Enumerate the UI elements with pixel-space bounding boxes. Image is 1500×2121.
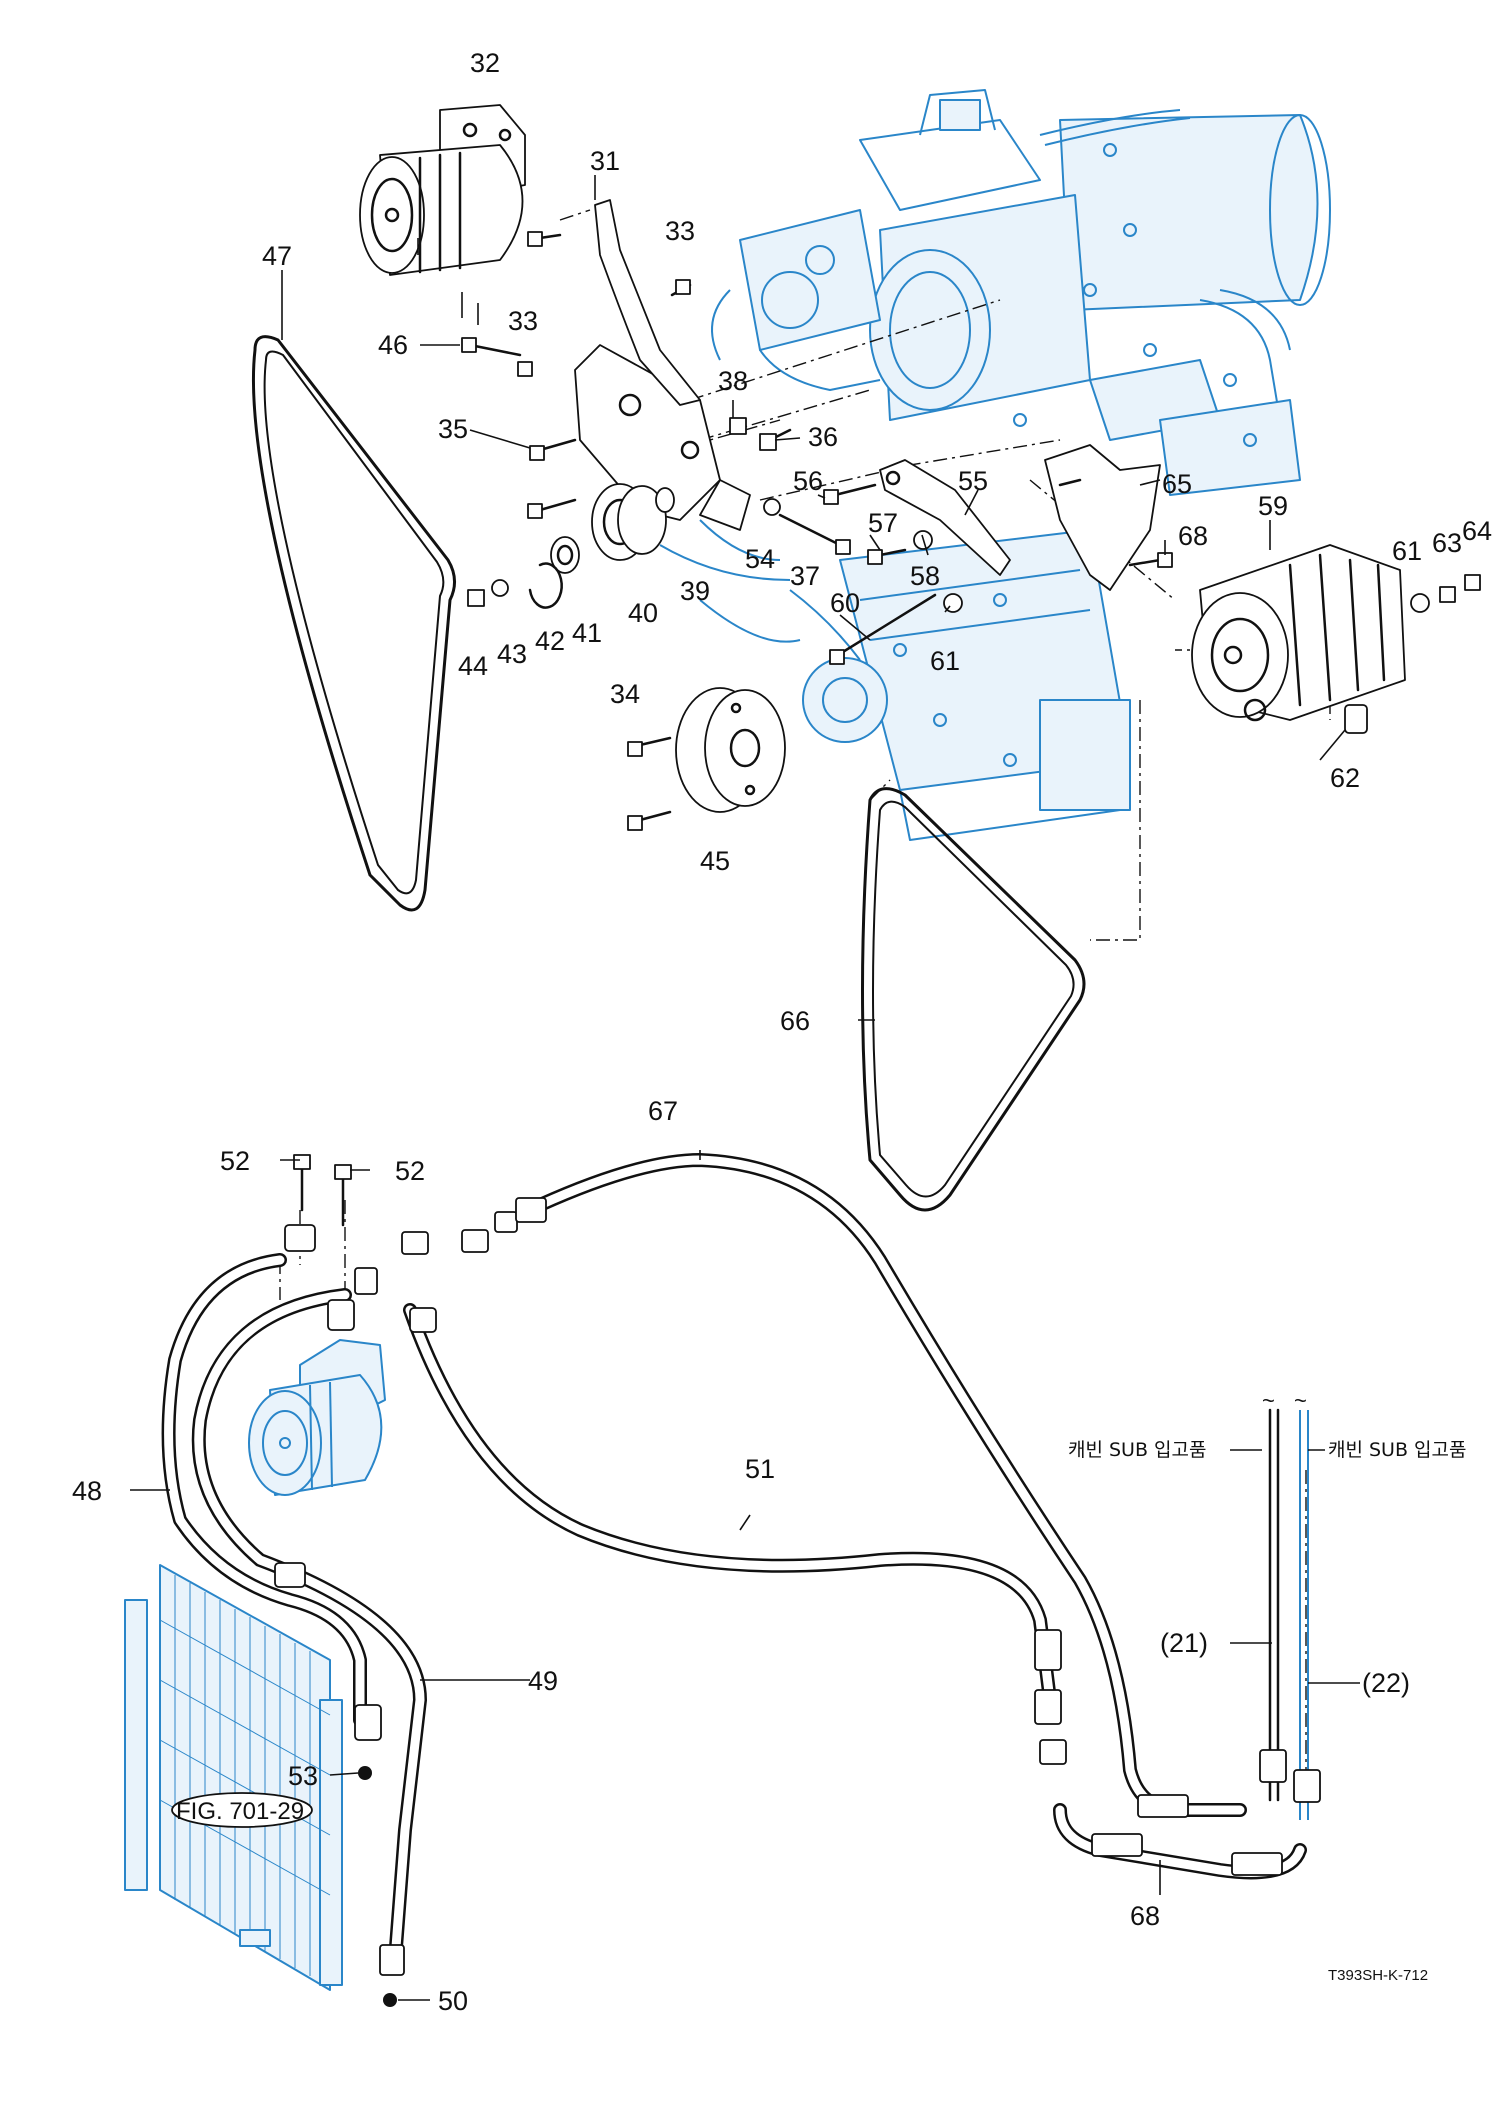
- label-57: 57: [868, 508, 898, 538]
- label-65: 65: [1162, 469, 1192, 499]
- fig-reference-text: FIG. 701-29: [176, 1798, 304, 1825]
- label-40: 40: [628, 598, 658, 628]
- label-34: 34: [610, 679, 640, 709]
- fig-reference-ellipse: [171, 1792, 313, 1828]
- label-49: 49: [528, 1666, 558, 1696]
- cabin-sub-note-right: 캐빈 SUB 입고품: [1328, 1439, 1466, 1461]
- label-35: 35: [438, 414, 468, 444]
- label-61-right: 61: [1392, 536, 1422, 566]
- engine-assembly-illustration: [699, 89, 1331, 841]
- label-55: 55: [958, 466, 988, 496]
- engine-bolt-markers: [893, 143, 1257, 767]
- v-belt-47: [252, 335, 456, 912]
- v-belt-66: [861, 787, 1086, 1212]
- label-62: 62: [1330, 763, 1360, 793]
- ac-hoses: ~ ~: [161, 1153, 1309, 1967]
- annotations: 캐빈 SUB 입고품 캐빈 SUB 입고품 FIG. 701-29 T393SH…: [171, 1439, 1466, 1984]
- label-46: 46: [378, 330, 408, 360]
- label-59: 59: [1258, 491, 1288, 521]
- crank-pulley-45: [675, 687, 786, 813]
- label-39: 39: [680, 576, 710, 606]
- idler-pulley-group: [467, 483, 675, 609]
- hose-fittings: [274, 1154, 1321, 2007]
- label-33-upper: 33: [665, 216, 695, 246]
- label-ref-21: (21): [1160, 1628, 1208, 1658]
- label-36: 36: [808, 422, 838, 452]
- label-54: 54: [745, 544, 775, 574]
- label-64: 64: [1462, 516, 1492, 546]
- belt-direction-arc-2: [699, 519, 781, 561]
- label-50: 50: [438, 1986, 468, 2016]
- label-58: 58: [910, 561, 940, 591]
- label-68-lower: 68: [1130, 1901, 1160, 1931]
- svg-text:~: ~: [1294, 1388, 1307, 1413]
- label-37: 37: [790, 561, 820, 591]
- label-47: 47: [262, 241, 292, 271]
- label-38: 38: [718, 366, 748, 396]
- label-31: 31: [590, 146, 620, 176]
- label-44: 44: [458, 651, 488, 681]
- belt-cover-65: [1044, 444, 1161, 591]
- label-68-upper: 68: [1178, 521, 1208, 551]
- label-42: 42: [535, 626, 565, 656]
- drawing-code: T393SH-K-712: [1328, 1967, 1428, 1984]
- label-52-left: 52: [220, 1146, 250, 1176]
- label-41: 41: [572, 618, 602, 648]
- label-43: 43: [497, 639, 527, 669]
- cabin-sub-note-left: 캐빈 SUB 입고품: [1068, 1439, 1206, 1461]
- label-53: 53: [288, 1761, 318, 1791]
- svg-text:~: ~: [1262, 1388, 1275, 1413]
- compressor-bracket-31: [574, 199, 751, 531]
- part-number-labels: 32 31 33 47 33 46 38 35 36 56 55 65 59 5…: [72, 48, 1492, 2016]
- label-33-lower: 33: [508, 306, 538, 336]
- label-52-right: 52: [395, 1156, 425, 1186]
- ac-compressor-32: [359, 104, 526, 276]
- label-32: 32: [470, 48, 500, 78]
- label-63: 63: [1432, 528, 1462, 558]
- alternator-59: [1191, 544, 1406, 722]
- compressor-installed-view: [248, 1339, 386, 1496]
- label-66: 66: [780, 1006, 810, 1036]
- leader-lines: [130, 175, 1360, 2001]
- label-56: 56: [793, 466, 823, 496]
- condenser-core: [124, 1564, 343, 1991]
- label-67: 67: [648, 1096, 678, 1126]
- label-ref-22: (22): [1362, 1668, 1410, 1698]
- label-60: 60: [830, 588, 860, 618]
- label-48: 48: [72, 1476, 102, 1506]
- belt-direction-arc: [659, 544, 791, 581]
- label-51: 51: [745, 1454, 775, 1484]
- label-45: 45: [700, 846, 730, 876]
- label-61-center: 61: [930, 646, 960, 676]
- alternator-adjust-bracket-55: [879, 459, 1011, 576]
